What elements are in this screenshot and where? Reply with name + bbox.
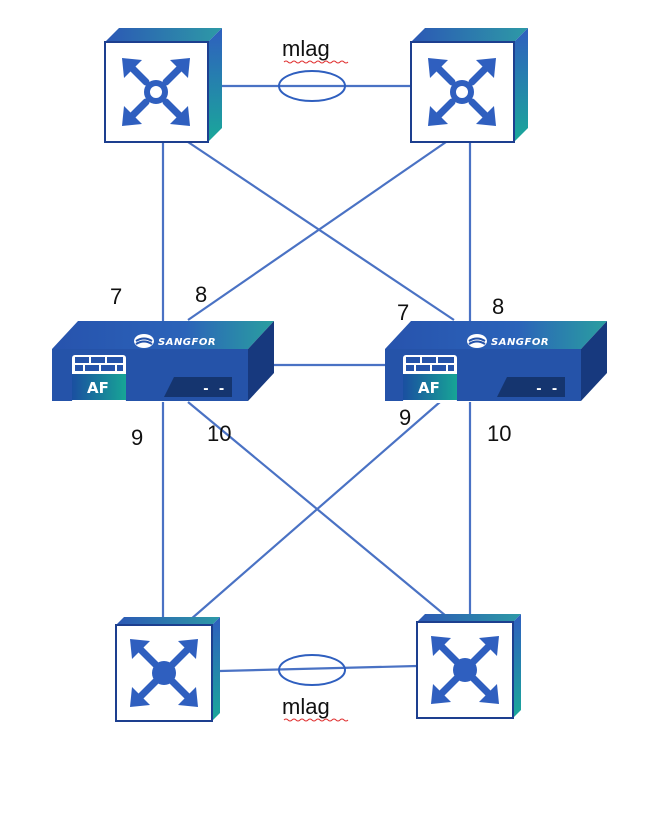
- access-switch-bottom-right[interactable]: [416, 614, 521, 719]
- firewall-wall-icon: [72, 355, 126, 403]
- firewall-status-panel: [164, 377, 232, 397]
- link-bottom-mlag: [219, 664, 418, 673]
- mlag-label-bottom: mlag: [282, 694, 330, 719]
- port-label-right-10: 10: [487, 421, 511, 446]
- firewall-side-face: [248, 321, 274, 401]
- link-topright-fwleft-port8: [187, 141, 447, 321]
- firewall-af-badge: AF: [87, 379, 109, 397]
- spellcheck-underline-bottom: [283, 718, 349, 722]
- mlag-bundle-top: [278, 70, 346, 102]
- firewall-status-indicator: - -: [202, 382, 225, 397]
- spellcheck-underline-top: [283, 60, 349, 64]
- firewall-status-indicator: - -: [535, 382, 558, 397]
- firewall-status-panel: [497, 377, 565, 397]
- port-label-left-8: 8: [195, 282, 207, 307]
- sangfor-logo-icon: [134, 334, 154, 348]
- port-label-right-7: 7: [397, 300, 409, 325]
- port-label-right-9: 9: [399, 405, 411, 430]
- firewall-brand-label: SANGFOR: [158, 337, 216, 348]
- firewall-brand-label: SANGFOR: [491, 337, 549, 348]
- links: [161, 84, 472, 673]
- sangfor-logo-icon: [467, 334, 487, 348]
- firewall-left[interactable]: SANGFOR AF - -: [52, 321, 274, 403]
- link-fwright-bottomleft-port9: [189, 401, 441, 621]
- core-switch-top-left[interactable]: [104, 28, 222, 143]
- port-label-left-10: 10: [207, 421, 231, 446]
- firewall-side-face: [581, 321, 607, 401]
- firewall-top-face: [52, 321, 274, 349]
- mlag-bundle-bottom: [278, 654, 346, 686]
- port-label-right-8: 8: [492, 294, 504, 319]
- port-label-left-7: 7: [110, 284, 122, 309]
- port-label-left-9: 9: [131, 425, 143, 450]
- core-switch-top-right[interactable]: [410, 28, 528, 143]
- firewall-wall-icon: [403, 355, 457, 403]
- firewall-af-badge: AF: [418, 379, 440, 397]
- mlag-label-top: mlag: [282, 36, 330, 61]
- link-topleft-fwright-port8: [187, 141, 455, 321]
- firewall-top-face: [385, 321, 607, 349]
- access-switch-bottom-left[interactable]: [115, 617, 220, 722]
- firewall-right[interactable]: SANGFOR AF - -: [385, 321, 607, 403]
